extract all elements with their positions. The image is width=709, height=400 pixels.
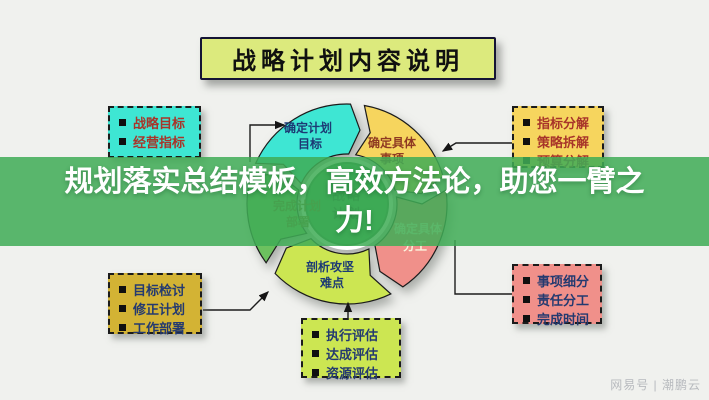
list-item-label: 事项细分 (537, 274, 590, 289)
info-box-strategic-goals: 战略目标 经营指标 (108, 106, 201, 158)
cycle-segment-label: 目标 (298, 136, 322, 151)
list-item-label: 指标分解 (537, 116, 590, 131)
bullet-square-icon (523, 119, 530, 126)
list-item: 责任分工 (514, 290, 600, 309)
bullet-square-icon (119, 138, 126, 145)
connector-bottom-right (454, 240, 512, 295)
info-box-task-division: 事项细分 责任分工 完成时间 (512, 264, 602, 327)
cycle-segment-label: 难点 (319, 275, 344, 290)
info-box-evaluation: 执行评估 达成评估 资源评估 (301, 318, 401, 381)
bullet-square-icon (312, 369, 319, 376)
bullet-square-icon (119, 119, 126, 126)
list-item: 事项细分 (514, 271, 600, 290)
bullet-square-icon (523, 315, 530, 322)
bullet-square-icon (119, 305, 126, 312)
cycle-segment-label: 剖析攻坚 (306, 259, 354, 274)
bullet-square-icon (119, 324, 126, 331)
list-item: 执行评估 (303, 325, 399, 344)
list-item: 工作部署 (110, 318, 200, 337)
diagram-title: 战略计划内容说明 (200, 37, 496, 80)
bullet-square-icon (119, 286, 126, 293)
bullet-square-icon (523, 296, 530, 303)
list-item: 指标分解 (514, 113, 602, 132)
cycle-segment-label: 确定计划 (284, 120, 332, 135)
list-item: 完成时间 (514, 309, 600, 328)
list-item: 策略拆解 (514, 132, 602, 151)
list-item: 战略目标 (110, 113, 199, 132)
bullet-square-icon (312, 350, 319, 357)
list-item-label: 执行评估 (326, 328, 379, 343)
list-item-label: 经营指标 (133, 135, 186, 150)
banner-text-line1: 规划落实总结模板，高效方法论，助您一臂之 (64, 165, 645, 198)
list-item: 资源评估 (303, 363, 399, 382)
bullet-square-icon (523, 138, 530, 145)
connector-bottom-left (203, 291, 269, 311)
list-item-label: 修正计划 (133, 302, 186, 317)
watermark: 网易号 | 潮鹏云 (610, 378, 701, 392)
connector-top-right (441, 142, 512, 152)
bullet-square-icon (312, 331, 319, 338)
cycle-segment-analyze-key-difficulties (274, 237, 392, 305)
connector-top-left (249, 120, 286, 162)
list-item-label: 工作部署 (133, 321, 186, 336)
list-item-label: 策略拆解 (537, 135, 590, 150)
list-item-label: 完成时间 (537, 312, 590, 327)
list-item-label: 资源评估 (326, 366, 379, 381)
overlay-banner: 规划落实总结模板，高效方法论，助您一臂之 力! (0, 157, 709, 246)
list-item: 经营指标 (110, 132, 199, 151)
list-item-label: 战略目标 (133, 116, 186, 131)
list-item-label: 达成评估 (326, 347, 379, 362)
cycle-segment-label: 确定具体 (368, 135, 417, 150)
bullet-square-icon (523, 277, 530, 284)
list-item-label: 目标检讨 (133, 283, 186, 298)
list-item-label: 责任分工 (537, 293, 590, 308)
info-box-goal-review: 目标检讨 修正计划 工作部署 (108, 273, 202, 337)
list-item: 目标检讨 (110, 280, 200, 299)
list-item: 修正计划 (110, 299, 200, 318)
banner-text-line2: 力! (335, 204, 374, 237)
list-item: 达成评估 (303, 344, 399, 363)
